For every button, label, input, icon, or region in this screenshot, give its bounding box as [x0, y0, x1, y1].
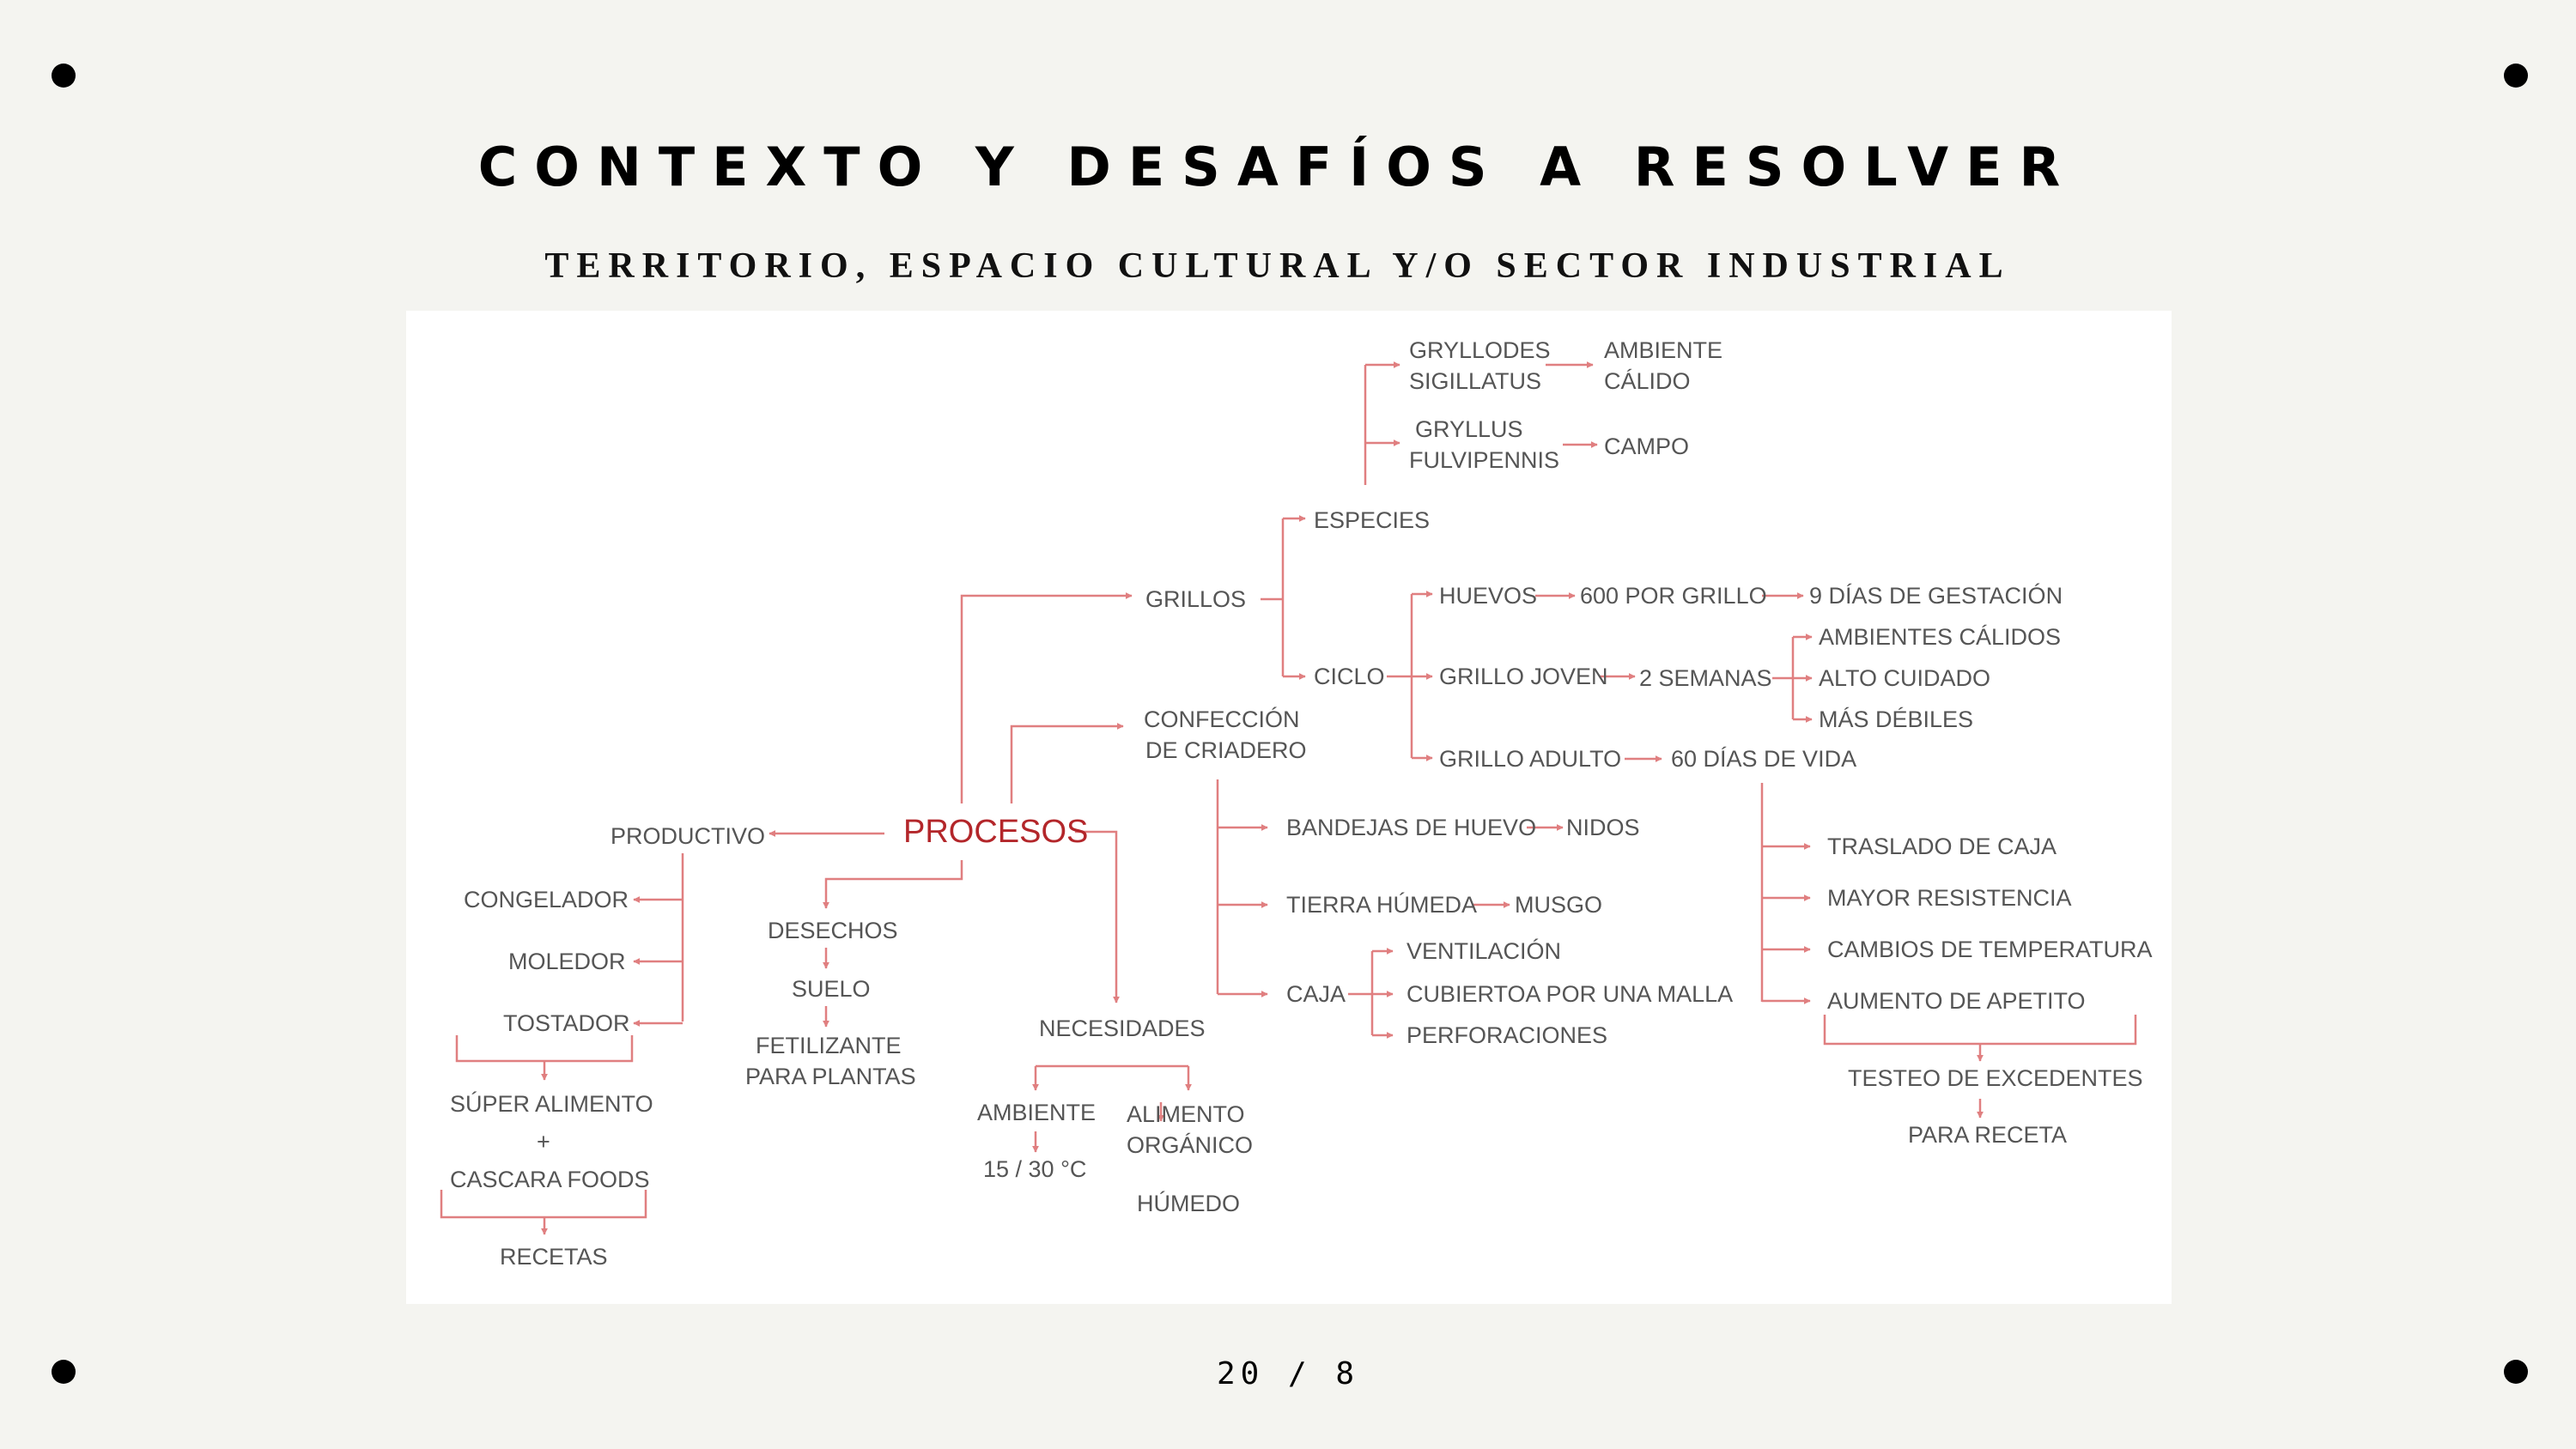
node-especies: ESPECIES — [1314, 507, 1430, 533]
connector-cascara-bracket — [440, 1190, 647, 1219]
node-grillo-adulto: GRILLO ADULTO — [1439, 746, 1621, 772]
node-confeccion-criadero: CONFECCIÓN — [1144, 706, 1300, 732]
node-cambios-temperatura: CAMBIOS DE TEMPERATURA — [1827, 937, 2153, 962]
node-mayor-resistencia: MAYOR RESISTENCIA — [1827, 885, 2072, 911]
connector-lines — [440, 361, 2137, 1235]
node-confeccion-criadero: DE CRIADERO — [1145, 737, 1307, 763]
corner-dot-top-right — [2504, 64, 2528, 88]
node-musgo: MUSGO — [1515, 892, 1602, 918]
connector-procesos-necesidades — [1075, 830, 1120, 1003]
node-cascara-foods: CASCARA FOODS — [450, 1167, 650, 1192]
connector-procesos-grillos — [960, 592, 1133, 803]
page-number: 20 / 8 — [1216, 1356, 1360, 1391]
node-caja: CAJA — [1286, 981, 1346, 1007]
node-desechos: DESECHOS — [768, 918, 898, 943]
node-gryllodes: SIGILLATUS — [1409, 368, 1541, 394]
node-ambiente: AMBIENTE — [977, 1100, 1096, 1125]
node-ambientes-calidos: AMBIENTES CÁLIDOS — [1819, 624, 2061, 650]
node-para-receta: PARA RECETA — [1908, 1122, 2067, 1148]
node-suelo: SUELO — [792, 976, 871, 1002]
node-traslado-caja: TRASLADO DE CAJA — [1827, 834, 2057, 859]
connector-procesos-confeccion — [1010, 723, 1124, 803]
node-humedo: HÚMEDO — [1137, 1190, 1240, 1216]
node-fertilizante: FETILIZANTE — [756, 1033, 902, 1058]
node-9-dias-gestacion: 9 DÍAS DE GESTACIÓN — [1809, 582, 2063, 609]
node-procesos: PROCESOS — [903, 814, 1088, 850]
node-congelador: CONGELADOR — [464, 887, 629, 912]
diagram-panel: GRYLLODES SIGILLATUS AMBIENTE CÁLIDO GRY… — [406, 311, 2172, 1304]
node-60-dias-vida: 60 DÍAS DE VIDA — [1671, 746, 1856, 772]
node-ambiente-calido: CÁLIDO — [1604, 368, 1691, 394]
node-moledor: MOLEDOR — [508, 949, 626, 974]
node-alimento-organico: ORGÁNICO — [1127, 1132, 1253, 1158]
node-super-alimento: SÚPER ALIMENTO — [450, 1090, 653, 1117]
node-huevos: HUEVOS — [1439, 583, 1537, 609]
node-temperatura: 15 / 30 °C — [983, 1156, 1086, 1182]
node-plus: + — [537, 1129, 550, 1155]
node-tostador: TOSTADOR — [503, 1010, 630, 1036]
corner-dot-bottom-right — [2504, 1360, 2528, 1384]
slide-subtitle: TERRITORIO, ESPACIO CULTURAL Y/O SECTOR … — [544, 246, 2011, 286]
corner-dot-top-left — [52, 64, 76, 88]
connector-tostador-bracket — [455, 1035, 634, 1063]
node-alimento-organico: ALIMENTO — [1127, 1101, 1245, 1127]
node-recetas: RECETAS — [500, 1244, 608, 1270]
node-tierra-humeda: TIERRA HÚMEDA — [1286, 891, 1477, 918]
node-grillo-joven: GRILLO JOVEN — [1439, 664, 1608, 689]
node-gryllus: GRYLLUS — [1415, 416, 1523, 442]
node-perforaciones: PERFORACIONES — [1406, 1022, 1607, 1048]
node-nidos: NIDOS — [1566, 815, 1640, 840]
node-fertilizante: PARA PLANTAS — [745, 1064, 916, 1089]
node-ventilacion: VENTILACIÓN — [1406, 937, 1561, 964]
node-necesidades: NECESIDADES — [1039, 1016, 1206, 1041]
node-ciclo: CICLO — [1314, 664, 1385, 689]
process-diagram: GRYLLODES SIGILLATUS AMBIENTE CÁLIDO GRY… — [440, 337, 2153, 1270]
node-aumento-apetito: AUMENTO DE APETITO — [1827, 988, 2086, 1014]
node-ambiente-calido: AMBIENTE — [1604, 337, 1722, 363]
node-mas-debiles: MÁS DÉBILES — [1819, 706, 1973, 732]
node-2-semanas: 2 SEMANAS — [1639, 665, 1772, 691]
slide-title: CONTEXTO Y DESAFÍOS A RESOLVER — [477, 136, 2078, 198]
node-campo: CAMPO — [1604, 433, 1689, 459]
node-cubierta-malla: CUBIERTOA POR UNA MALLA — [1406, 981, 1733, 1007]
connector-procesos-desechos — [823, 860, 963, 909]
node-600-por-grillo: 600 POR GRILLO — [1580, 583, 1767, 609]
node-labels: GRYLLODES SIGILLATUS AMBIENTE CÁLIDO GRY… — [450, 337, 2153, 1270]
node-gryllus: FULVIPENNIS — [1409, 447, 1559, 473]
node-productivo: PRODUCTIVO — [611, 823, 765, 849]
connector-apetito-bracket — [1823, 1015, 2137, 1046]
node-grillos: GRILLOS — [1145, 586, 1246, 612]
node-alto-cuidado: ALTO CUIDADO — [1819, 665, 1990, 691]
node-testeo-excedentes: TESTEO DE EXCEDENTES — [1848, 1065, 2143, 1091]
node-bandejas-huevo: BANDEJAS DE HUEVO — [1286, 815, 1536, 840]
node-gryllodes: GRYLLODES — [1409, 337, 1551, 363]
corner-dot-bottom-left — [52, 1360, 76, 1384]
